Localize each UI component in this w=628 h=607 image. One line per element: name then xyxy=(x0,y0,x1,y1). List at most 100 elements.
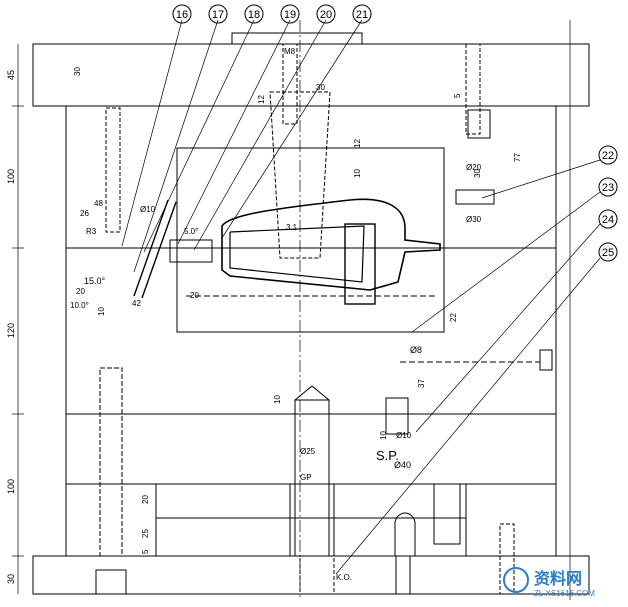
dim-30c: 30 xyxy=(473,169,482,178)
locating-pin-block xyxy=(455,189,495,205)
part-outline xyxy=(221,198,441,291)
callout-circle-22 xyxy=(598,145,618,165)
callout-circle-23 xyxy=(598,177,618,197)
ko-hole xyxy=(299,555,335,595)
dim-5: 5 xyxy=(453,93,462,98)
leader-20 xyxy=(193,19,327,251)
ko-bushing xyxy=(395,555,411,595)
dim-10a: 10 xyxy=(353,169,362,178)
dim-45: 45 xyxy=(6,70,16,80)
ejector-guide xyxy=(433,483,461,545)
callout-circle-16 xyxy=(172,4,192,24)
left-spacer-block xyxy=(65,483,157,557)
dim-48: 48 xyxy=(94,199,103,208)
dim-100-top: 100 xyxy=(6,169,16,184)
part-inner xyxy=(229,225,365,283)
a-plate xyxy=(65,105,557,249)
leader-25 xyxy=(335,257,601,575)
callout-19: 19 xyxy=(284,9,296,21)
slide-block xyxy=(169,239,213,263)
watermark-url: ZL.XS1616.COM xyxy=(534,589,595,598)
stop-pin xyxy=(385,397,409,435)
leader-22 xyxy=(481,159,601,199)
support-pillar-base xyxy=(95,569,127,595)
dim-25: 25 xyxy=(141,529,150,538)
callout-16: 16 xyxy=(176,9,188,21)
dim-20c: 20 xyxy=(141,495,150,504)
callout-21: 21 xyxy=(356,9,368,21)
angle-pin xyxy=(133,199,169,297)
ejector-pin-bottom xyxy=(394,512,416,556)
dim-3-1: 3.1 xyxy=(286,223,298,232)
dim-dia40: Ø40 xyxy=(394,460,411,470)
screw-head-right xyxy=(467,109,491,139)
watermark-logo-icon xyxy=(503,567,529,593)
dim-15deg: 15.0° xyxy=(84,276,106,286)
dim-30: 30 xyxy=(6,574,16,584)
dim-dia10a: Ø10 xyxy=(140,205,156,214)
dim-dia25: Ø25 xyxy=(300,447,316,456)
dim-100-bottom: 100 xyxy=(6,479,16,494)
screw-top-center xyxy=(282,43,298,125)
watermark-text: 资料网 xyxy=(534,569,582,588)
support-pillar-left xyxy=(99,367,123,557)
dim-10d: 10 xyxy=(379,431,388,440)
slider-block xyxy=(344,223,376,305)
guide-bushing xyxy=(289,483,335,557)
leader-23 xyxy=(411,191,601,333)
dim-10deg: 10.0° xyxy=(70,301,89,310)
dim-dia10b: Ø10 xyxy=(396,431,412,440)
cavity-insert xyxy=(176,147,445,249)
dim-30b: 30 xyxy=(316,83,325,92)
leader-16 xyxy=(121,19,183,247)
leader-21 xyxy=(221,19,363,239)
dim-dia30: Ø30 xyxy=(466,215,482,224)
dim-dia8: Ø8 xyxy=(410,345,422,355)
callout-25: 25 xyxy=(602,247,614,259)
dim-22: 22 xyxy=(449,313,458,322)
dim-120: 120 xyxy=(6,323,16,338)
dim-42: 42 xyxy=(132,299,141,308)
callout-circle-18 xyxy=(244,4,264,24)
callout-circle-19 xyxy=(280,4,300,24)
dim-dia20: Ø20 xyxy=(466,163,482,172)
dim-20b: 20 xyxy=(190,291,199,300)
ejector-retainer-plate xyxy=(155,483,467,519)
screw-bottom-right xyxy=(499,523,515,595)
core-insert xyxy=(176,247,445,333)
dim-5deg: 5.0° xyxy=(184,227,198,236)
leader-19 xyxy=(177,19,291,245)
callout-18: 18 xyxy=(248,9,260,21)
b-plate xyxy=(65,247,557,415)
dim-30-top: 30 xyxy=(73,67,82,76)
dim-10c: 10 xyxy=(273,395,282,404)
sp-label: S.P. xyxy=(376,448,399,463)
dim-12a: 12 xyxy=(257,95,266,104)
dim-10b: 10 xyxy=(97,307,106,316)
right-spacer-block xyxy=(465,483,557,557)
callout-circle-20 xyxy=(316,4,336,24)
callout-22: 22 xyxy=(602,150,614,162)
leader-24 xyxy=(415,223,601,433)
screw-a-plate-left xyxy=(105,107,121,233)
dim-r3: R3 xyxy=(86,227,97,236)
ko-label: K.O. xyxy=(336,573,352,582)
locating-ring xyxy=(231,32,363,45)
gp-label: GP xyxy=(300,473,312,482)
water-plug xyxy=(539,349,553,371)
guide-pin-tip xyxy=(294,385,330,401)
callout-circle-24 xyxy=(598,209,618,229)
top-clamp-plate xyxy=(32,43,590,107)
dim-5b: 5 xyxy=(141,549,150,554)
callout-24: 24 xyxy=(602,214,614,226)
callout-20: 20 xyxy=(320,9,332,21)
screw-label: M8 xyxy=(284,47,296,56)
callout-circle-25 xyxy=(598,242,618,262)
angle-pin-edge xyxy=(141,201,177,299)
screw-top-right xyxy=(465,43,481,135)
ejector-plate xyxy=(155,517,467,557)
sprue-bushing xyxy=(269,91,331,259)
dim-20a: 20 xyxy=(76,287,85,296)
dim-37: 37 xyxy=(417,379,426,388)
